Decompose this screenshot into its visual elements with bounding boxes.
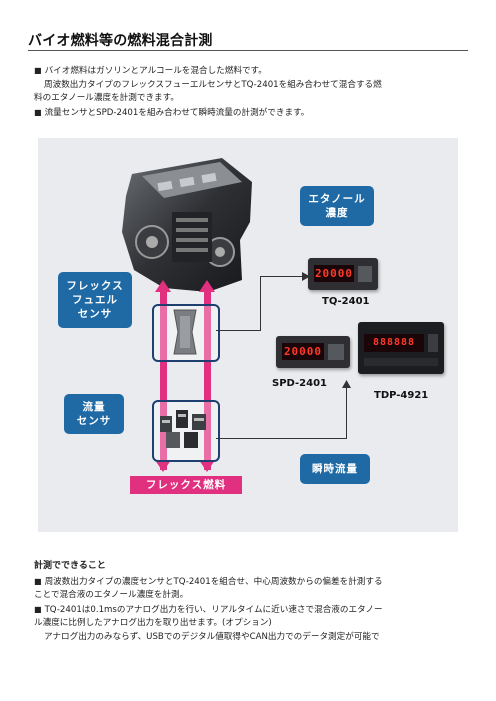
flex-sensor-label-line-1: フレックス [66, 280, 124, 292]
flow-sensor-label-line-2: センサ [76, 415, 112, 427]
capability-line-2: ことで混合液のエタノール濃度を計測。 [34, 590, 189, 600]
bullet-icon: ■ [34, 576, 42, 586]
pipe-arrow-up-icon [155, 280, 215, 292]
page-title: バイオ燃料等の燃料混合計測 [28, 33, 213, 49]
flex-sensor-label-line-2: フュエル [72, 294, 118, 306]
flow-sensor-icon [160, 410, 206, 448]
flex-fuel-label: フレックス燃料 [130, 476, 242, 494]
connector-flow-vertical [346, 386, 347, 439]
bullet-icon: ■ [34, 604, 42, 614]
flex-fuel-sensor-icon [173, 309, 197, 355]
capability-line-3: TQ-2401は0.1msのアナログ出力を行い、リアルタイムに近い速さで混合液の… [44, 604, 383, 615]
connector-flex-vertical [260, 276, 261, 331]
tdp-device-name: TDP-4921 [374, 390, 429, 401]
ethanol-label-line-2: 濃度 [325, 207, 349, 219]
engine-icon [122, 158, 252, 292]
capability-line-5: アナログ出力のみならず、USBでのデジタル値取得やCAN出力でのデータ測定が可能… [44, 631, 380, 642]
fuel-pipe-right [204, 288, 211, 470]
spd-2401-meter: 20000 [276, 336, 350, 368]
intro-line-3: 料のエタノール濃度を計測できます。 [34, 93, 179, 103]
flow-sensor-label: 流量 センサ [64, 394, 124, 434]
tq-device-name: TQ-2401 [322, 296, 370, 307]
intro-line-1: バイオ燃料はガソリンとアルコールを混合した燃料です。 [44, 66, 267, 76]
spd-buttons [328, 344, 344, 360]
intro-line-2: 周波数出力タイプのフレックスフューエルセンサとTQ-2401を組み合わせて混合す… [44, 79, 382, 90]
flex-sensor-label-line-3: センサ [77, 308, 113, 320]
capabilities-section: 計測でできること ■周波数出力タイプの濃度センサとTQ-2401を組合せ、中心周… [34, 560, 466, 644]
tq-display: 20000 [314, 265, 354, 282]
tq-buttons [358, 266, 372, 282]
flex-fuel-sensor-label: フレックス フュエル センサ [58, 272, 132, 328]
pipe-arrow-down-icon [155, 460, 215, 472]
capability-line-1: 周波数出力タイプの濃度センサとTQ-2401を組合せ、中心周波数からの偏差を計測… [44, 576, 383, 587]
bullet-icon: ■ [34, 107, 42, 117]
bullet-icon: ■ [34, 66, 42, 75]
capabilities-heading: 計測でできること [34, 561, 106, 571]
instant-flow-label: 瞬時流量 [300, 454, 370, 484]
intro-paragraph: ■バイオ燃料はガソリンとアルコールを混合した燃料です。 周波数出力タイプのフレッ… [34, 64, 466, 120]
spd-display: 20000 [282, 343, 324, 360]
tq-2401-meter: 20000 [308, 258, 378, 290]
ethanol-concentration-label: エタノール 濃度 [300, 186, 374, 226]
ethanol-label-line-1: エタノール [308, 193, 366, 205]
arrow-up-icon [342, 380, 351, 388]
tdp-side-panel [428, 334, 438, 352]
tdp-4921-meter: 888888 [358, 322, 444, 374]
tdp-button-row [364, 358, 438, 366]
connector-flex-to-tq [260, 276, 306, 277]
flow-sensor-label-line-1: 流量 [82, 401, 106, 413]
title-divider [28, 50, 468, 51]
connector-flow-horizontal [216, 438, 346, 439]
connector-flex-horizontal [216, 330, 260, 331]
spd-device-name: SPD-2401 [272, 378, 327, 389]
capability-line-4: ル濃度に比例したアナログ出力を取り出せます。(オプション) [34, 618, 272, 628]
tdp-display: 888888 [364, 334, 424, 352]
arrow-right-icon [302, 272, 310, 281]
intro-line-4: 流量センサとSPD-2401を組み合わせて瞬時流量の計測ができます。 [44, 107, 310, 118]
measurement-diagram: フレックス燃料 フレックス フュエル センサ 流量 センサ エタノール 濃度 瞬… [38, 138, 458, 532]
fuel-pipe-left [160, 288, 167, 470]
